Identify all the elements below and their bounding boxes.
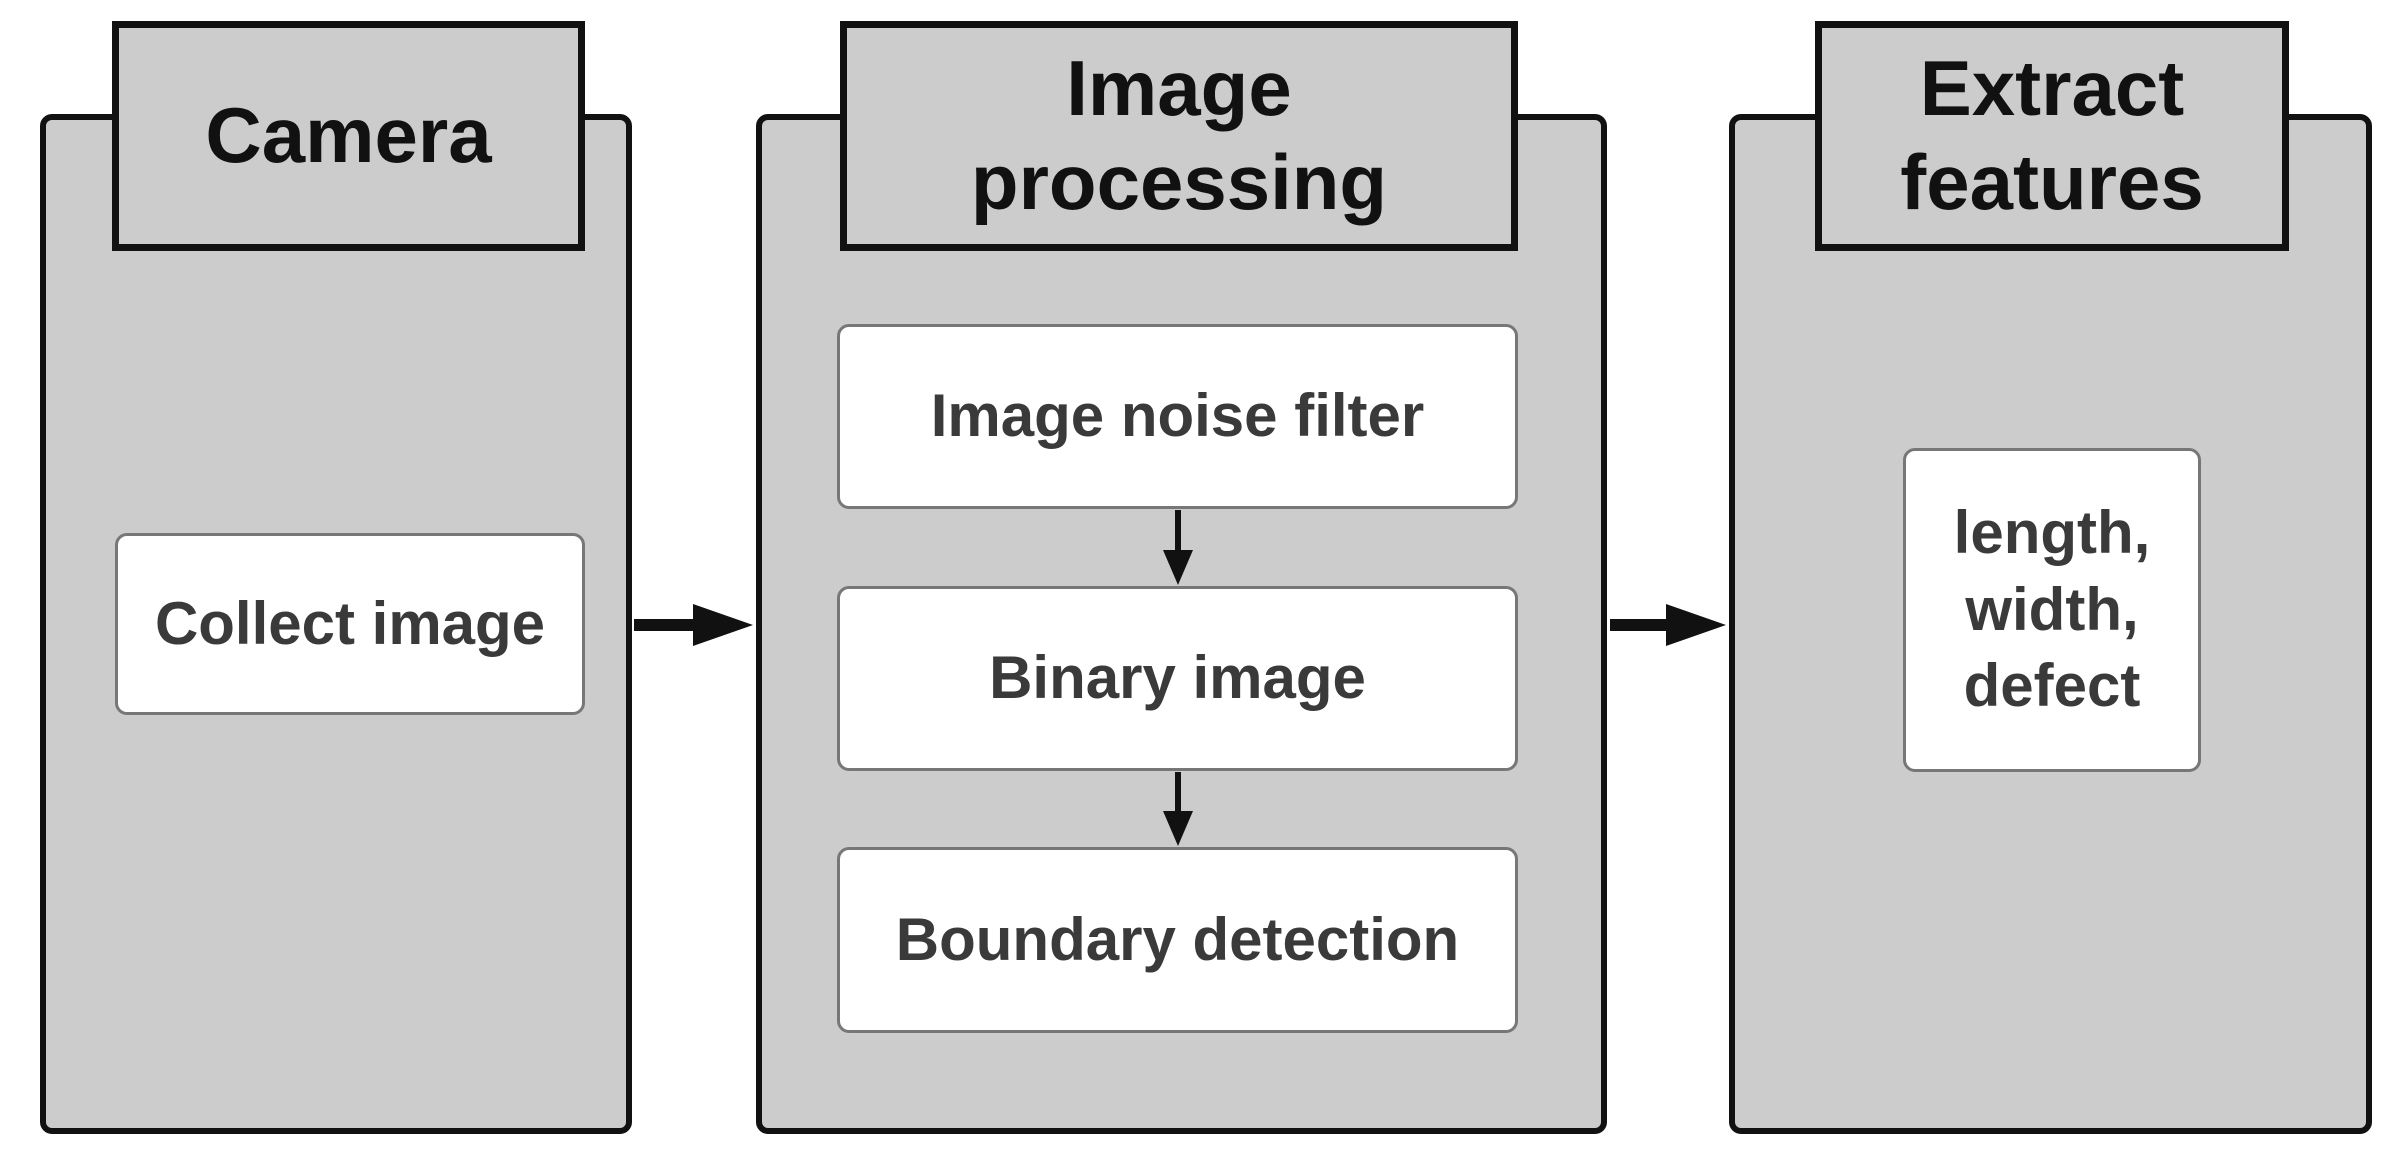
image-processing-stage-title: Image processing <box>840 21 1518 251</box>
arrow-binary-to-boundary <box>1163 772 1193 846</box>
binary-image-box: Binary image <box>837 586 1518 771</box>
collect-image-box: Collect image <box>115 533 585 715</box>
boundary-detection-box: Boundary detection <box>837 847 1518 1033</box>
arrow-noise-filter-to-binary <box>1163 510 1193 585</box>
arrow-camera-to-processing <box>634 604 753 646</box>
features-box: length, width, defect <box>1903 448 2201 772</box>
image-noise-filter-box: Image noise filter <box>837 324 1518 509</box>
camera-stage-title: Camera <box>112 21 585 251</box>
arrow-processing-to-features <box>1610 604 1726 646</box>
extract-features-stage-title: Extract features <box>1815 21 2289 251</box>
